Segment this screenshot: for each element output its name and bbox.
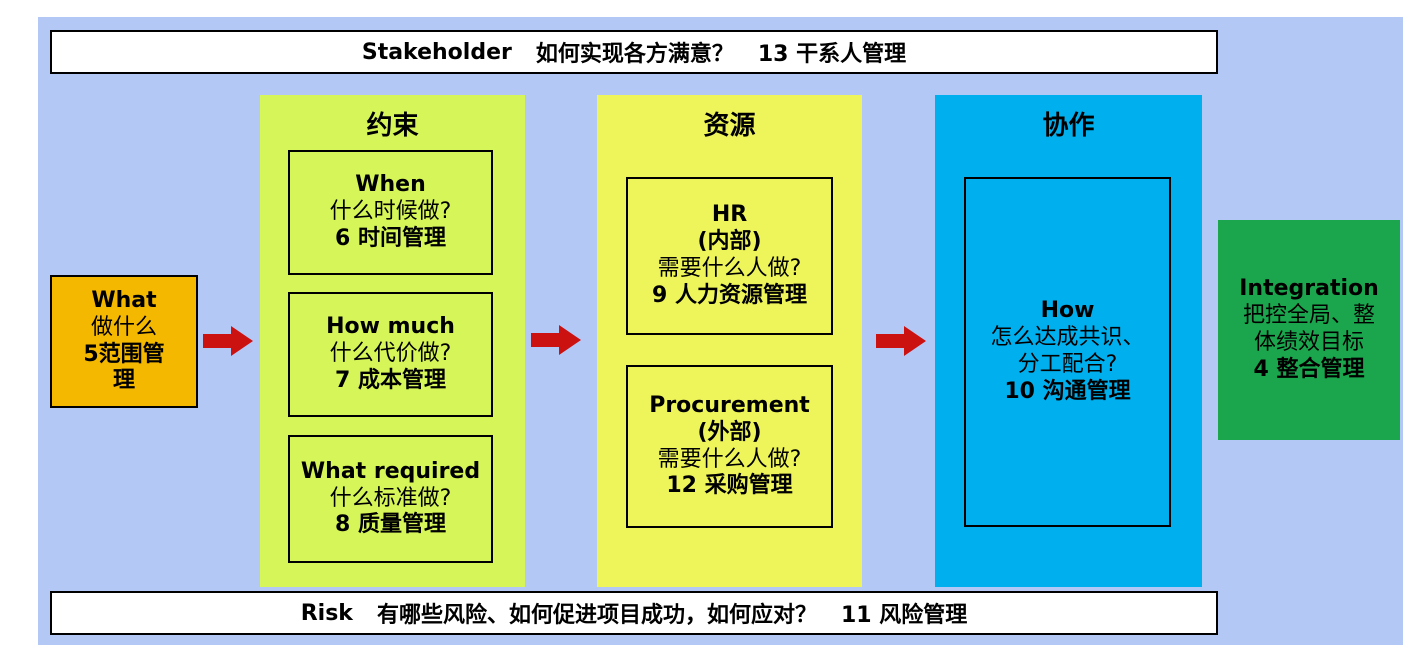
procurement-box: Procurement (外部) 需要什么人做? 12 采购管理 [626, 365, 833, 528]
stakeholder-area: 13 干系人管理 [757, 42, 907, 67]
when-label: When [355, 172, 426, 198]
constraints-column: 约束 When 什么时候做? 6 时间管理 How much 什么代价做? 7 … [260, 95, 525, 587]
howmuch-area: 7 成本管理 [335, 367, 446, 393]
arrow-what-to-constraints [203, 326, 253, 356]
whatrequired-box: What required 什么标准做? 8 质量管理 [288, 435, 493, 563]
arrow-constraints-to-resources [531, 325, 581, 355]
procurement-scope: (外部) [697, 419, 762, 445]
when-box: When 什么时候做? 6 时间管理 [288, 150, 493, 275]
howmuch-label: How much [326, 314, 455, 340]
how-question-line1: 怎么达成共识、 [990, 325, 1145, 351]
when-question: 什么时候做? [329, 199, 452, 225]
collaboration-column: 协作 How 怎么达成共识、 分工配合? 10 沟通管理 [935, 95, 1202, 587]
procurement-question: 需要什么人做? [657, 446, 802, 472]
when-area: 6 时间管理 [335, 225, 446, 251]
risk-question: 有哪些风险、如何促进项目成功，如何应对？ [376, 603, 817, 628]
what-box: What 做什么 5范围管理 [50, 275, 198, 408]
whatrequired-area: 8 质量管理 [335, 512, 446, 538]
hr-question: 需要什么人做? [657, 256, 802, 281]
resources-column: 资源 HR (内部) 需要什么人做? 9 人力资源管理 Procurement … [597, 95, 862, 587]
constraints-title: 约束 [366, 111, 419, 141]
hr-scope: (内部) [697, 229, 762, 255]
howmuch-question: 什么代价做? [329, 341, 452, 367]
what-question: 做什么 [90, 314, 157, 340]
how-box: How 怎么达成共识、 分工配合? 10 沟通管理 [964, 177, 1171, 527]
integration-box: Integration 把控全局、整体绩效目标 4 整合管理 [1218, 220, 1400, 440]
what-area: 5范围管理 [83, 341, 165, 394]
resources-title: 资源 [703, 111, 756, 141]
what-label: What [91, 287, 157, 313]
stakeholder-question: 如何实现各方满意？ [535, 42, 734, 67]
how-question-line2: 分工配合? [1017, 352, 1118, 377]
hr-box: HR (内部) 需要什么人做? 9 人力资源管理 [626, 177, 833, 335]
stakeholder-label: Stakeholder [361, 39, 512, 65]
integration-label: Integration [1239, 276, 1379, 302]
whatrequired-question: 什么标准做? [329, 485, 452, 511]
integration-area: 4 整合管理 [1253, 356, 1365, 382]
risk-label: Risk [300, 600, 353, 626]
risk-bar: Risk 有哪些风险、如何促进项目成功，如何应对？ 11 风险管理 [50, 591, 1218, 635]
integration-question: 把控全局、整体绩效目标 [1242, 303, 1375, 355]
whatrequired-label: What required [300, 458, 481, 484]
arrow-resources-to-collaboration [876, 326, 926, 356]
hr-label: HR [711, 202, 748, 228]
procurement-area: 12 采购管理 [666, 473, 793, 499]
howmuch-box: How much 什么代价做? 7 成本管理 [288, 292, 493, 417]
stakeholder-bar: Stakeholder 如何实现各方满意？ 13 干系人管理 [50, 30, 1218, 74]
hr-area: 9 人力资源管理 [652, 282, 807, 308]
how-label: How [1040, 298, 1095, 324]
procurement-label: Procurement [649, 392, 810, 418]
how-area: 10 沟通管理 [1004, 378, 1131, 404]
risk-area: 11 风险管理 [840, 603, 968, 628]
collaboration-title: 协作 [1042, 111, 1095, 141]
